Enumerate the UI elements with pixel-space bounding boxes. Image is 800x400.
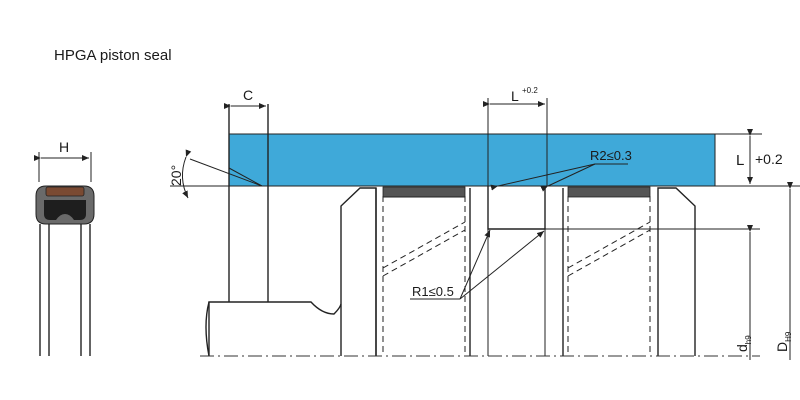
r1-label: R1≤0.5 [412, 284, 454, 299]
d-sub: h9 [744, 335, 753, 344]
r2-leader-right [540, 163, 596, 192]
d-label: dh9 [734, 335, 753, 352]
groove-land-left [382, 186, 466, 198]
seal-band [228, 133, 716, 187]
angle-arc [182, 149, 192, 199]
l-right-label: L [736, 152, 744, 169]
l-top-tolerance: +0.2 [522, 86, 538, 95]
r2-label: R2≤0.3 [590, 148, 632, 163]
assembly-view: C L +0.2 L +0.2 20° [168, 86, 800, 360]
r1-leader-left [459, 229, 491, 300]
h-dimension-label: H [59, 139, 69, 155]
l-right-tolerance: +0.2 [755, 151, 783, 167]
diagram-title: HPGA piston seal [54, 47, 172, 64]
r2-leader-left [490, 163, 596, 191]
D-main: D [774, 342, 790, 352]
seal-profile-view: H [34, 139, 95, 356]
d-main: d [734, 344, 750, 352]
c-dimension-label: C [243, 87, 253, 103]
groove-land-right [567, 186, 651, 198]
seal-black-core [44, 200, 86, 220]
D-sub: H9 [784, 331, 793, 342]
l-top-label: L [511, 88, 519, 104]
D-label: DH9 [774, 331, 793, 352]
seal-brown-lip [45, 186, 85, 197]
r1-leader-right [459, 230, 545, 300]
angle-label: 20° [168, 165, 184, 186]
